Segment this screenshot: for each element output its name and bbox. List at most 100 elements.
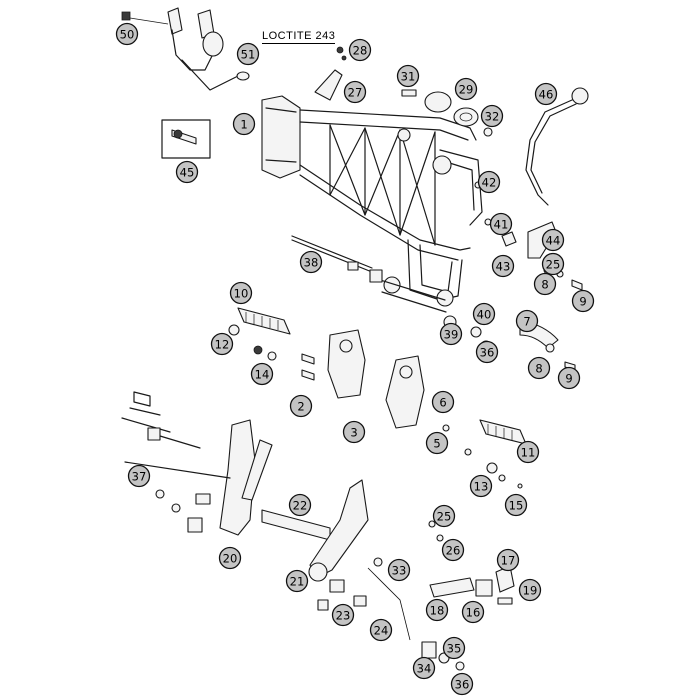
callout-number: 51	[241, 48, 256, 62]
callout-number: 46	[539, 88, 554, 102]
callout-25: 25	[432, 504, 456, 528]
callout-24: 24	[369, 618, 393, 642]
callout-number: 7	[523, 315, 530, 329]
callout-number: 13	[474, 480, 489, 494]
callout-number: 22	[293, 499, 308, 513]
speedo-cable	[525, 87, 589, 206]
callout-8: 8	[533, 272, 557, 296]
callout-9: 9	[557, 366, 581, 390]
callout-28: 28	[348, 38, 372, 62]
callout-number: 39	[444, 328, 459, 342]
callout-50: 50	[115, 22, 139, 46]
callout-42: 42	[477, 170, 501, 194]
callout-12: 12	[210, 332, 234, 356]
callout-number: 9	[565, 372, 572, 386]
callout-23: 23	[331, 603, 355, 627]
callout-number: 10	[234, 287, 249, 301]
callout-22: 22	[288, 493, 312, 517]
callout-number: 15	[509, 499, 524, 513]
callout-number: 36	[455, 678, 470, 692]
callout-number: 16	[466, 606, 481, 620]
callout-10: 10	[229, 281, 253, 305]
callout-number: 9	[579, 295, 586, 309]
callout-number: 21	[290, 575, 305, 589]
callout-14: 14	[250, 362, 274, 386]
footpeg-left	[228, 307, 366, 399]
callout-number: 2	[297, 400, 304, 414]
callout-number: 14	[255, 368, 270, 382]
callout-51: 51	[236, 42, 260, 66]
callout-number: 25	[546, 258, 561, 272]
callout-number: 3	[350, 426, 357, 440]
callout-33: 33	[387, 558, 411, 582]
callout-25: 25	[541, 252, 565, 276]
callout-number: 26	[446, 544, 461, 558]
callout-number: 32	[485, 110, 500, 124]
callout-number: 27	[348, 86, 363, 100]
callout-15: 15	[504, 493, 528, 517]
callout-number: 19	[523, 584, 538, 598]
callout-27: 27	[343, 80, 367, 104]
callout-19: 19	[518, 578, 542, 602]
callout-number: 31	[401, 70, 416, 84]
callout-number: 5	[433, 437, 440, 451]
callout-32: 32	[480, 104, 504, 128]
callout-35: 35	[442, 636, 466, 660]
callout-number: 42	[482, 176, 497, 190]
callout-number: 40	[477, 308, 492, 322]
callout-number: 17	[501, 554, 516, 568]
headlight-bracket	[121, 7, 250, 91]
callout-number: 36	[480, 346, 495, 360]
callout-7: 7	[515, 309, 539, 333]
callout-number: 37	[132, 470, 147, 484]
callout-36: 36	[450, 672, 474, 696]
callout-46: 46	[534, 82, 558, 106]
callout-1: 1	[232, 112, 256, 136]
callout-26: 26	[441, 538, 465, 562]
callout-18: 18	[425, 598, 449, 622]
callout-number: 1	[240, 118, 247, 132]
main-frame	[261, 95, 483, 313]
callout-number: 23	[336, 609, 351, 623]
callout-number: 50	[120, 28, 135, 42]
callout-layer: 1235678899101112131415161718192021222324…	[115, 22, 595, 696]
callout-8: 8	[527, 356, 551, 380]
callout-40: 40	[472, 302, 496, 326]
callout-20: 20	[218, 546, 242, 570]
callout-16: 16	[461, 600, 485, 624]
callout-number: 35	[447, 642, 462, 656]
callout-number: 45	[180, 166, 195, 180]
callout-43: 43	[491, 254, 515, 278]
callout-45: 45	[175, 160, 199, 184]
callout-38: 38	[299, 250, 323, 274]
callout-number: 28	[353, 44, 368, 58]
callout-11: 11	[516, 440, 540, 464]
callout-number: 38	[304, 256, 319, 270]
callout-37: 37	[127, 464, 151, 488]
callout-6: 6	[431, 390, 455, 414]
callout-39: 39	[439, 322, 463, 346]
subframe-right	[261, 479, 465, 671]
loctite-note: LOCTITE 243	[262, 30, 336, 44]
subframe-left	[121, 391, 273, 536]
callout-21: 21	[285, 569, 309, 593]
callout-3: 3	[342, 420, 366, 444]
callout-17: 17	[496, 548, 520, 572]
callout-41: 41	[489, 212, 513, 236]
callout-9: 9	[571, 289, 595, 313]
callout-number: 44	[546, 234, 561, 248]
callout-31: 31	[396, 64, 420, 88]
callout-5: 5	[425, 431, 449, 455]
tool-kit	[161, 119, 211, 159]
callout-number: 8	[535, 362, 542, 376]
callout-13: 13	[469, 474, 493, 498]
callout-34: 34	[412, 656, 436, 680]
rear-brackets	[429, 565, 515, 605]
callout-number: 41	[494, 218, 509, 232]
callout-number: 33	[392, 564, 407, 578]
footpeg-right	[385, 355, 527, 489]
callout-29: 29	[454, 77, 478, 101]
callout-36: 36	[475, 340, 499, 364]
